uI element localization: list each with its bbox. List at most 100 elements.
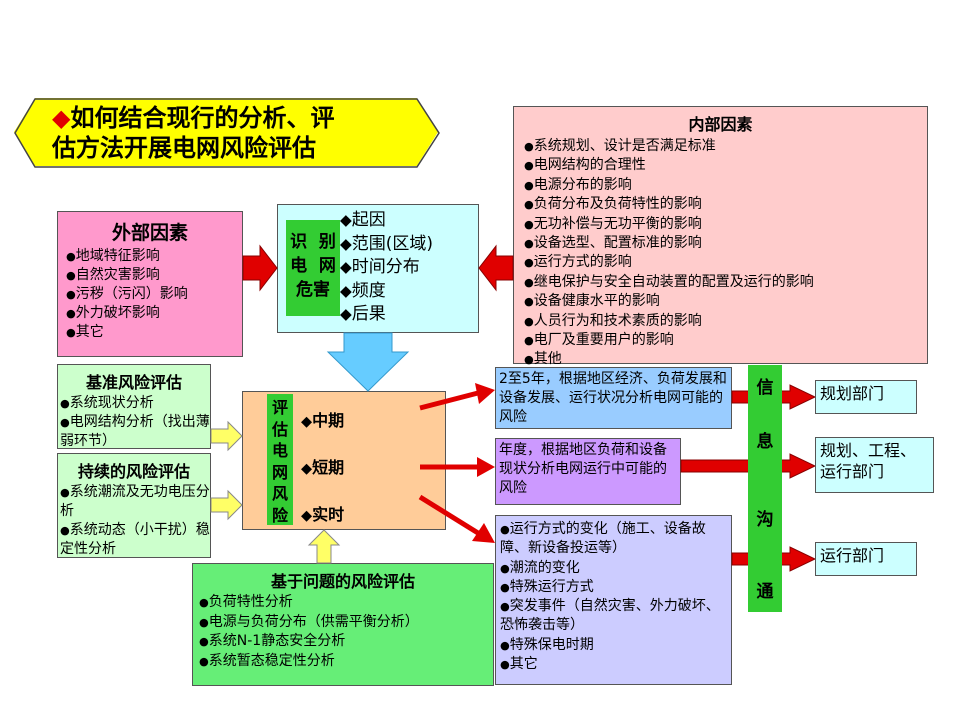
diagram-title: ◆如何结合现行的分析、评 估方法开展电网风险评估: [52, 103, 422, 163]
list-item: 系统N-1静态安全分析: [199, 632, 493, 652]
horizon-short: 短期: [301, 445, 344, 492]
short-term-text: 年度，根据地区负荷和设备现状分析电网运行中可能的风险: [499, 442, 667, 496]
planning-dept-label: 规划部门: [820, 384, 885, 403]
list-item: 污秽（污闪）影响: [66, 285, 242, 304]
list-item: 其他: [524, 350, 927, 369]
list-item: 电源分布的影响: [524, 176, 927, 195]
comm-char: 息: [756, 432, 774, 452]
list-item: 系统规划、设计是否满足标准: [524, 137, 927, 156]
multi-dept-line-2: 运行部门: [820, 462, 885, 481]
arrow-continuous-to-evaluate: [210, 489, 243, 521]
arrow-baseline-to-evaluate: [210, 420, 243, 452]
identify-hazards-box: 识 别 电 网 危害 起因 范围(区域) 时间分布 频度 后果: [277, 204, 479, 333]
horizon-realtime: 实时: [301, 492, 344, 539]
problem-based-risk-box: 基于问题的风险评估 负荷特性分析 电源与负荷分布（供需平衡分析） 系统N-1静态…: [192, 563, 494, 686]
evaluate-grid-risk-label: 评 估 电 网 风 险: [267, 394, 293, 525]
list-item: 电网结构的合理性: [524, 156, 927, 175]
list-item: 范围(区域): [340, 233, 433, 257]
arrow-external-to-identify: [242, 244, 278, 292]
label-char: 网: [271, 462, 288, 482]
list-item: 电源与负荷分布（供需平衡分析）: [199, 613, 493, 633]
external-factors-list: 地域特征影响 自然灾害影响 污秽（污闪）影响 外力破坏影响 其它: [58, 247, 242, 342]
medium-term-box: 2至5年，根据地区经济、负荷发展和设备发展、运行状况分析电网可能的风险: [495, 367, 732, 429]
internal-factors-box: 内部因素 系统规划、设计是否满足标准 电网结构的合理性 电源分布的影响 负荷分布…: [513, 106, 928, 367]
title-line-2: 估方法开展电网风险评估: [52, 134, 316, 162]
list-item: 其它: [66, 323, 242, 342]
label-char: 电: [271, 441, 288, 460]
list-item: 外力破坏影响: [66, 304, 242, 323]
realtime-box: 运行方式的变化（施工、设备故障、新设备投运等） 潮流的变化 特殊运行方式 突发事…: [495, 515, 732, 685]
baseline-risk-box: 基准风险评估 系统现状分析 电网结构分析（找出薄弱环节）: [57, 364, 211, 449]
arrow-evaluate-to-medium: [419, 383, 495, 411]
evaluate-horizons-list: 中期 短期 实时: [301, 398, 344, 539]
list-item: 后果: [340, 303, 433, 327]
list-item: 系统动态（小干扰）稳定性分析: [60, 521, 210, 559]
list-item: 时间分布: [340, 256, 433, 280]
continuous-risk-box: 持续的风险评估 系统潮流及无功电压分析 系统动态（小干扰）稳定性分析: [57, 453, 211, 558]
label-line: 识 别: [290, 232, 336, 252]
label-char: 风: [271, 484, 288, 503]
list-item: 负荷分布及负荷特性的影响: [524, 195, 927, 214]
planning-dept-box: 规划部门: [815, 380, 917, 414]
operations-dept-box: 运行部门: [815, 542, 917, 576]
title-line-1: 如何结合现行的分析、评: [70, 104, 335, 132]
baseline-risk-heading: 基准风险评估: [85, 373, 182, 392]
comm-char: 通: [756, 582, 774, 602]
list-item: 继电保护与安全自动装置的配置及运行的影响: [524, 273, 927, 292]
arrow-problem-to-evaluate: [307, 529, 341, 564]
problem-based-risk-list: 负荷特性分析 电源与负荷分布（供需平衡分析） 系统N-1静态安全分析 系统暂态稳…: [193, 593, 493, 671]
medium-term-text: 2至5年，根据地区经济、负荷发展和设备发展、运行状况分析电网可能的风险: [499, 371, 727, 425]
label-char: 评: [271, 398, 288, 417]
horizon-medium: 中期: [301, 398, 344, 445]
list-item: 人员行为和技术素质的影响: [524, 312, 927, 331]
list-item: 运行方式的变化（施工、设备故障、新设备投运等）: [500, 520, 727, 559]
list-item: 突发事件（自然灾害、外力破坏、恐怖袭击等）: [500, 597, 727, 636]
list-item: 设备选型、配置标准的影响: [524, 234, 927, 253]
evaluate-grid-risk-box: 评 估 电 网 风 险 中期 短期 实时: [242, 391, 446, 530]
identify-hazards-list: 起因 范围(区域) 时间分布 频度 后果: [340, 209, 433, 327]
list-item: 系统暂态稳定性分析: [199, 652, 493, 672]
internal-factors-heading: 内部因素: [688, 115, 753, 134]
arrow-evaluate-to-short: [420, 457, 495, 477]
baseline-risk-list: 系统现状分析 电网结构分析（找出薄弱环节）: [58, 394, 210, 451]
continuous-risk-list: 系统潮流及无功电压分析 系统动态（小干扰）稳定性分析: [58, 483, 210, 559]
external-factors-box: 外部因素 地域特征影响 自然灾害影响 污秽（污闪）影响 外力破坏影响 其它: [57, 211, 243, 357]
list-item: 潮流的变化: [500, 559, 727, 578]
problem-based-risk-heading: 基于问题的风险评估: [270, 572, 415, 591]
realtime-list: 运行方式的变化（施工、设备故障、新设备投运等） 潮流的变化 特殊运行方式 突发事…: [496, 516, 731, 674]
diamond-icon: ◆: [52, 104, 71, 132]
short-term-box: 年度，根据地区负荷和设备现状分析电网运行中可能的风险: [495, 438, 681, 505]
list-item: 运行方式的影响: [524, 253, 927, 272]
list-item: 地域特征影响: [66, 247, 242, 266]
list-item: 系统现状分析: [60, 394, 210, 413]
arrow-internal-to-identify: [478, 244, 514, 292]
comm-char: 沟: [756, 510, 774, 530]
arrow-evaluate-to-realtime: [418, 494, 495, 543]
continuous-risk-heading: 持续的风险评估: [77, 462, 190, 481]
multi-dept-line-1: 规划、工程、: [820, 441, 917, 460]
list-item: 频度: [340, 280, 433, 304]
list-item: 电厂及重要用户的影响: [524, 331, 927, 350]
external-factors-heading: 外部因素: [111, 222, 188, 244]
label-char: 险: [271, 505, 288, 525]
list-item: 自然灾害影响: [66, 266, 242, 285]
label-line: 电 网: [290, 256, 336, 276]
label-line: 危害: [296, 280, 330, 300]
list-item: 系统潮流及无功电压分析: [60, 483, 210, 521]
list-item: 特殊保电时期: [500, 636, 727, 655]
information-communication-bar: 信 息 沟 通: [748, 365, 782, 612]
list-item: 电网结构分析（找出薄弱环节）: [60, 413, 210, 451]
list-item: 特殊运行方式: [500, 578, 727, 597]
arrow-identify-to-evaluate: [326, 332, 410, 392]
list-item: 其它: [500, 655, 727, 674]
title-banner: [14, 98, 438, 166]
list-item: 无功补偿与无功平衡的影响: [524, 215, 927, 234]
internal-factors-list: 系统规划、设计是否满足标准 电网结构的合理性 电源分布的影响 负荷分布及负荷特性…: [514, 137, 927, 370]
comm-char: 信: [756, 378, 774, 398]
label-char: 估: [271, 419, 288, 439]
list-item: 负荷特性分析: [199, 593, 493, 613]
identify-hazards-label: 识 别 电 网 危害: [286, 220, 340, 316]
operations-dept-label: 运行部门: [820, 546, 885, 565]
planning-engineering-operations-dept-box: 规划、工程、 运行部门: [815, 437, 934, 493]
